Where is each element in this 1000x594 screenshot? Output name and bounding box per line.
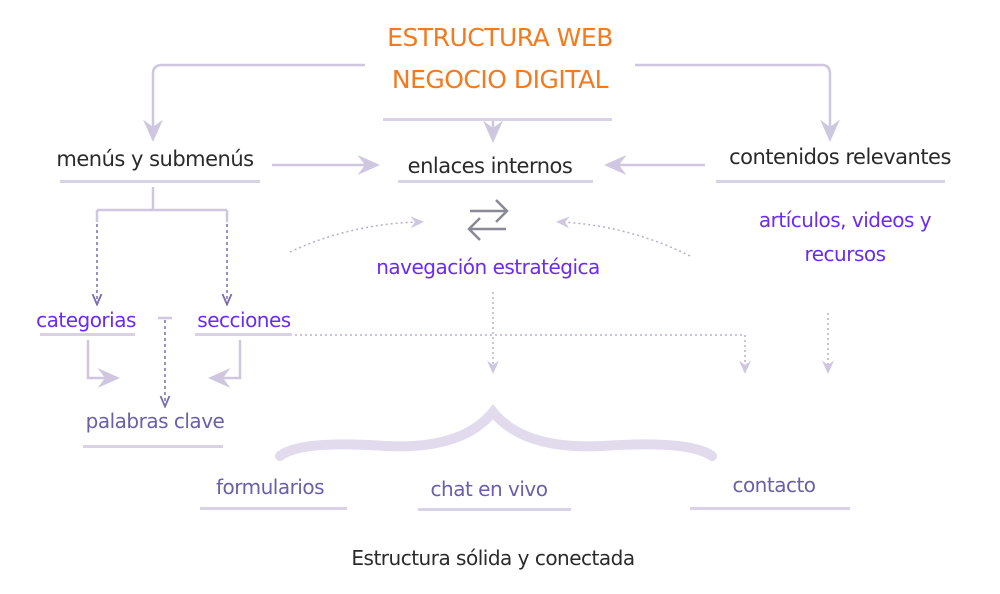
arrow-secciones-to-palabras [208,340,242,388]
arrow-title-to-menus [143,63,365,142]
node-palabras: palabras clave [85,409,225,433]
title-line-1: ESTRUCTURA WEB [387,23,613,52]
arrow-title-to-contenidos [635,63,840,142]
categorias-underline [40,333,135,336]
arrow-categorias-to-palabras [86,340,120,388]
node-formularios: formularios [215,475,325,499]
chat-underline [418,508,571,511]
node-chat: chat en vivo [430,477,548,501]
palabras-underline [83,445,223,448]
node-articulos-line-2: recursos [804,242,886,266]
contacto-underline [690,507,850,510]
title-line-2: NEGOCIO DIGITAL [391,65,609,94]
secciones-underline [195,333,292,336]
brace [275,404,717,461]
node-secciones: secciones [197,308,291,332]
node-categorias: categorias [36,308,136,332]
enlaces-underline [398,180,593,183]
title-underline [383,118,612,121]
node-menus: menús y submenús [56,147,254,171]
menus-underline [60,180,260,183]
exchange-arrows-icon [467,199,509,241]
node-enlaces: enlaces internos [407,154,573,178]
node-contacto: contacto [732,473,816,497]
node-navegacion: navegación estratégica [376,255,600,279]
menus-branch [95,187,229,222]
footer-caption: Estructura sólida y conectada [351,546,635,570]
node-contenidos: contenidos relevantes [729,145,951,169]
contenidos-underline [716,180,945,183]
formularios-underline [200,507,347,510]
node-articulos-line-1: artículos, videos y [758,208,932,232]
